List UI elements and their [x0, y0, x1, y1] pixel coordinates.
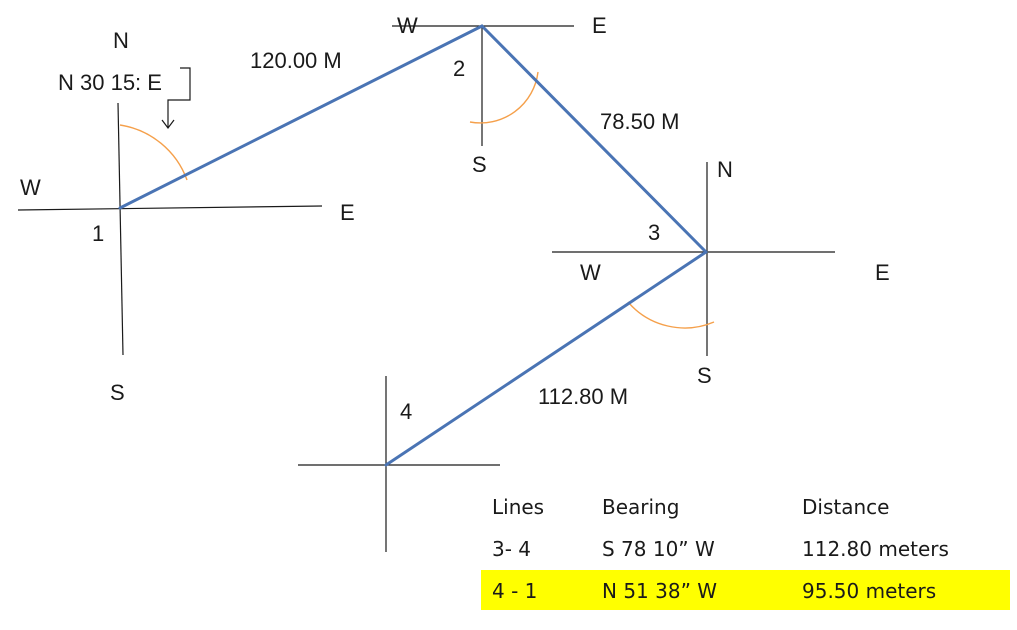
distance-label-1-2: 120.00 M	[250, 48, 342, 73]
station-3-east-label: E	[875, 260, 890, 285]
station-1-north-label: N	[113, 28, 129, 53]
station-1-crosshair	[17, 102, 323, 356]
station-2-south-label: S	[472, 152, 487, 177]
table-header-lines: Lines	[492, 495, 544, 519]
angle-arc-3	[627, 301, 715, 329]
table-header-bearing: Bearing	[602, 495, 679, 519]
traverse-line-2-3	[480, 24, 708, 254]
station-3-north-label: N	[717, 157, 733, 182]
station-1-east-label: E	[340, 200, 355, 225]
table-row-highlight	[481, 570, 1010, 610]
table-row-2-bearing: N 51 38” W	[602, 579, 717, 603]
traverse-line-1-2	[118, 24, 484, 210]
station-1-south-label: S	[110, 380, 125, 405]
traverse-line-3-4	[384, 250, 708, 467]
station-3-south-label: S	[697, 363, 712, 388]
table-row-1-bearing: S 78 10” W	[602, 537, 715, 561]
angle-arc-2	[469, 71, 539, 124]
station-3-crosshair	[552, 162, 835, 356]
distance-label-2-3: 78.50 M	[600, 109, 680, 134]
bearing-callout-label: N 30 15: E	[58, 70, 162, 95]
table-header-distance: Distance	[802, 495, 889, 519]
station-2-number: 2	[453, 56, 465, 81]
station-4-crosshair	[298, 376, 500, 552]
bearing-table: Lines Bearing Distance 3- 4 S 78 10” W 1…	[492, 495, 949, 603]
table-row-1-distance: 112.80 meters	[802, 537, 949, 561]
station-1-number: 1	[92, 221, 104, 246]
station-2-crosshair	[392, 25, 574, 146]
station-2-west-label: W	[397, 13, 418, 38]
table-row-2-line: 4 - 1	[492, 579, 537, 603]
bearing-callout-arrow	[161, 67, 191, 129]
station-1-west-label: W	[20, 175, 41, 200]
station-3-number: 3	[648, 220, 660, 245]
angle-arc-1	[119, 124, 188, 181]
distance-label-3-4: 112.80 M	[538, 384, 628, 409]
station-3-west-label: W	[580, 260, 601, 285]
table-row-2-distance: 95.50 meters	[802, 579, 936, 603]
table-row-1-line: 3- 4	[492, 537, 531, 561]
station-4-number: 4	[400, 399, 412, 424]
station-2-east-label: E	[592, 13, 607, 38]
